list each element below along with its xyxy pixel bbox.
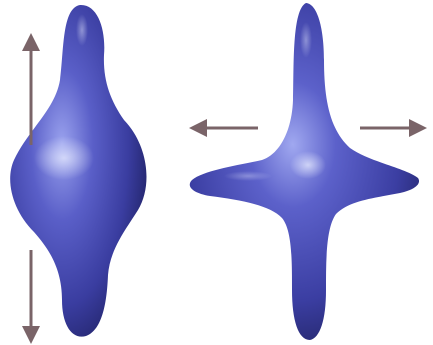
elongated-blob-top-highlight bbox=[76, 14, 88, 46]
four-pointed-star-highlight bbox=[290, 151, 326, 179]
elongated-blob-highlight bbox=[34, 136, 94, 180]
four-pointed-star-arm-highlight bbox=[224, 171, 272, 181]
four-pointed-star-top-highlight bbox=[300, 22, 312, 58]
four-pointed-star-figure bbox=[190, 3, 419, 340]
